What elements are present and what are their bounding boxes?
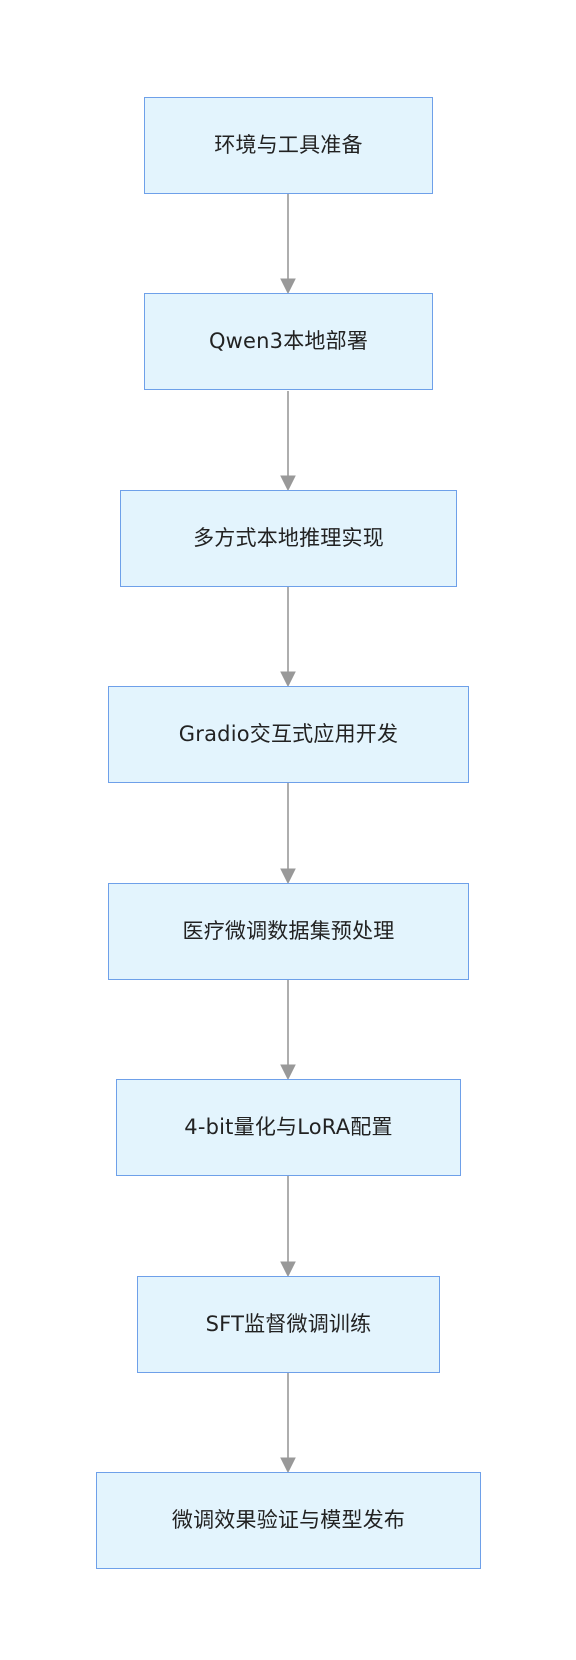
edge-step5-to-step6 [280, 980, 296, 1081]
edge-step3-to-step4 [280, 587, 296, 688]
step-label: 医疗微调数据集预处理 [182, 919, 395, 943]
edge-step2-to-step3 [280, 391, 296, 492]
step-qwen3-local-deploy: Qwen3本地部署 [144, 293, 433, 390]
step-label: 多方式本地推理实现 [193, 526, 384, 550]
step-label: 环境与工具准备 [214, 133, 363, 157]
step-4bit-lora-config: 4-bit量化与LoRA配置 [116, 1079, 461, 1176]
step-label: SFT监督微调训练 [205, 1312, 372, 1336]
step-label: 微调效果验证与模型发布 [171, 1508, 406, 1532]
step-env-tool-prep: 环境与工具准备 [144, 97, 433, 194]
step-gradio-app-dev: Gradio交互式应用开发 [108, 686, 469, 783]
step-local-inference: 多方式本地推理实现 [120, 490, 457, 587]
edge-step7-to-step8 [280, 1373, 296, 1474]
step-eval-and-release: 微调效果验证与模型发布 [96, 1472, 481, 1569]
step-medical-dataset-preprocess: 医疗微调数据集预处理 [108, 883, 469, 980]
edge-step1-to-step2 [280, 194, 296, 295]
step-label: 4-bit量化与LoRA配置 [184, 1115, 393, 1139]
edge-step4-to-step5 [280, 783, 296, 885]
step-label: Qwen3本地部署 [208, 329, 369, 353]
step-label: Gradio交互式应用开发 [178, 722, 399, 746]
edge-step6-to-step7 [280, 1176, 296, 1278]
step-sft-training: SFT监督微调训练 [137, 1276, 440, 1373]
